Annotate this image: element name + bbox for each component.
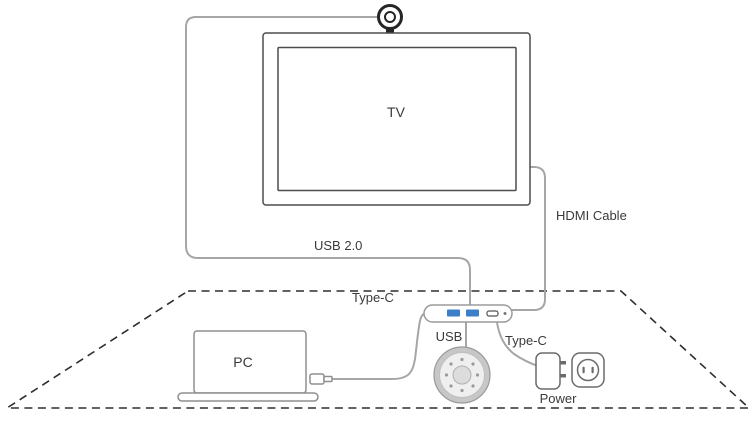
power-label: Power	[540, 391, 578, 406]
hdmi-cable	[511, 166, 546, 311]
tv-screen	[277, 46, 517, 192]
usb-port-2	[466, 309, 479, 317]
hub-icon	[423, 304, 513, 323]
camera-lens	[384, 11, 396, 23]
tv-label: TV	[387, 104, 406, 120]
socket-hole-right	[591, 366, 594, 374]
usb-connector-icon	[309, 373, 333, 385]
speaker-mic-holes	[444, 357, 480, 393]
adapter-prong-top	[560, 361, 566, 365]
laptop-base	[177, 392, 319, 402]
socket-recess	[576, 358, 600, 382]
speaker-center-button	[452, 365, 472, 385]
socket-plate	[571, 352, 605, 388]
table-surface-outline	[4, 290, 752, 409]
adapter-body	[535, 352, 561, 390]
usb-port-label: USB	[436, 329, 463, 344]
power-adapter-icon	[535, 352, 566, 390]
tv-frame: TV	[262, 32, 531, 206]
hub-led	[503, 312, 507, 315]
typec-power-label: Type-C	[505, 333, 547, 348]
usb2-cable	[185, 16, 471, 307]
pc-label: PC	[233, 354, 252, 370]
hdmi-label: HDMI Cable	[556, 208, 627, 223]
wall-socket-icon	[571, 352, 605, 388]
usb2-label: USB 2.0	[314, 238, 362, 253]
laptop-icon: PC	[177, 330, 319, 402]
camera-icon	[377, 4, 403, 34]
usb-port-1	[447, 309, 460, 317]
adapter-prong-bottom	[560, 374, 566, 378]
laptop-hub-cable	[331, 312, 429, 380]
usb-plug-tip	[323, 375, 333, 383]
usb-plug-body	[309, 373, 325, 385]
speakerphone-icon	[433, 346, 491, 404]
typec-hub-label: Type-C	[352, 290, 394, 305]
typec-port	[486, 310, 499, 317]
socket-hole-left	[582, 366, 585, 374]
power-cable	[496, 321, 539, 367]
